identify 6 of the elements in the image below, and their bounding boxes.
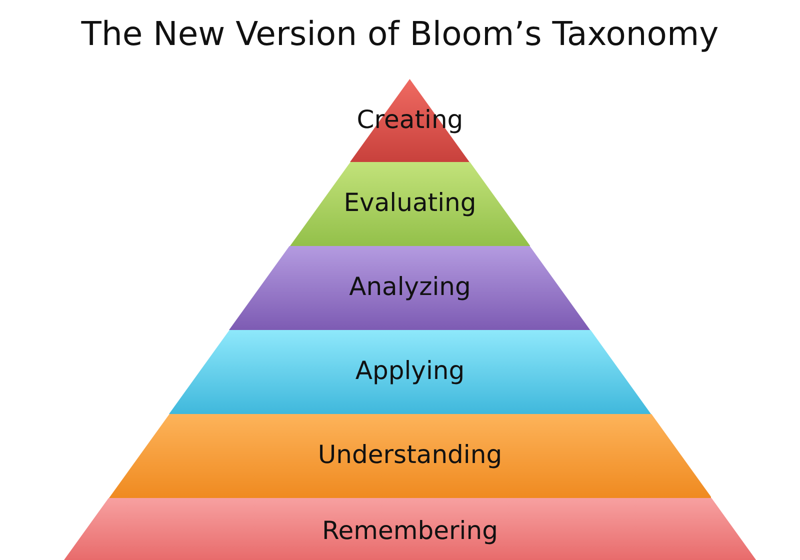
level-label: Analyzing [349, 272, 471, 301]
level-label: Understanding [318, 440, 502, 469]
level-label: Evaluating [344, 188, 476, 217]
level-label: Remembering [322, 516, 498, 545]
level-label: Applying [355, 356, 465, 385]
title: The New Version of Bloom’s Taxonomy [80, 14, 720, 53]
